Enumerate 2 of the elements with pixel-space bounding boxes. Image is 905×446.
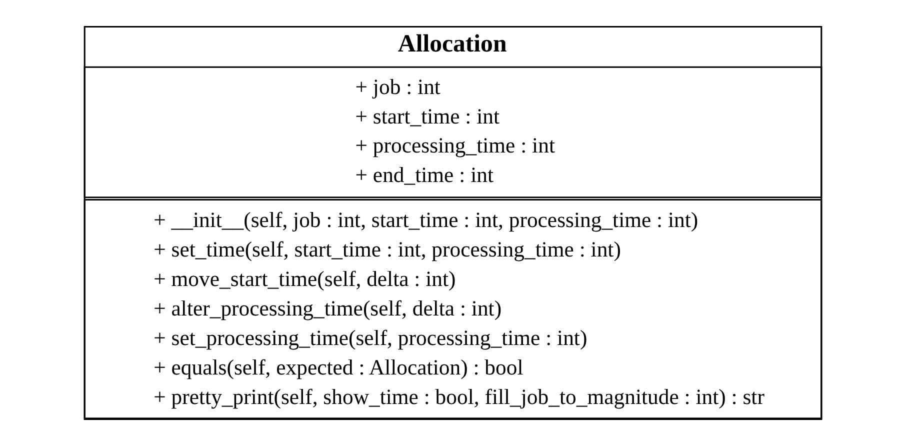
- node-box: + job : int + start_time : int + processing_time : int + end_time : int: [83, 66, 822, 198]
- node-box: + __init__(self, job : int, start_time : int, processing_time : int) + set_time(self, start_time : int, processing_time : int) + move_start_time(self, delta : int) + alter_processing_time(self, delta : int) + set_processing_time(self, processing_time : int) + equals(self, expected : Allocation) : bool + pretty_print(self, show_time : bool, fill_job_to_magnitude : int) : str: [83, 198, 822, 420]
